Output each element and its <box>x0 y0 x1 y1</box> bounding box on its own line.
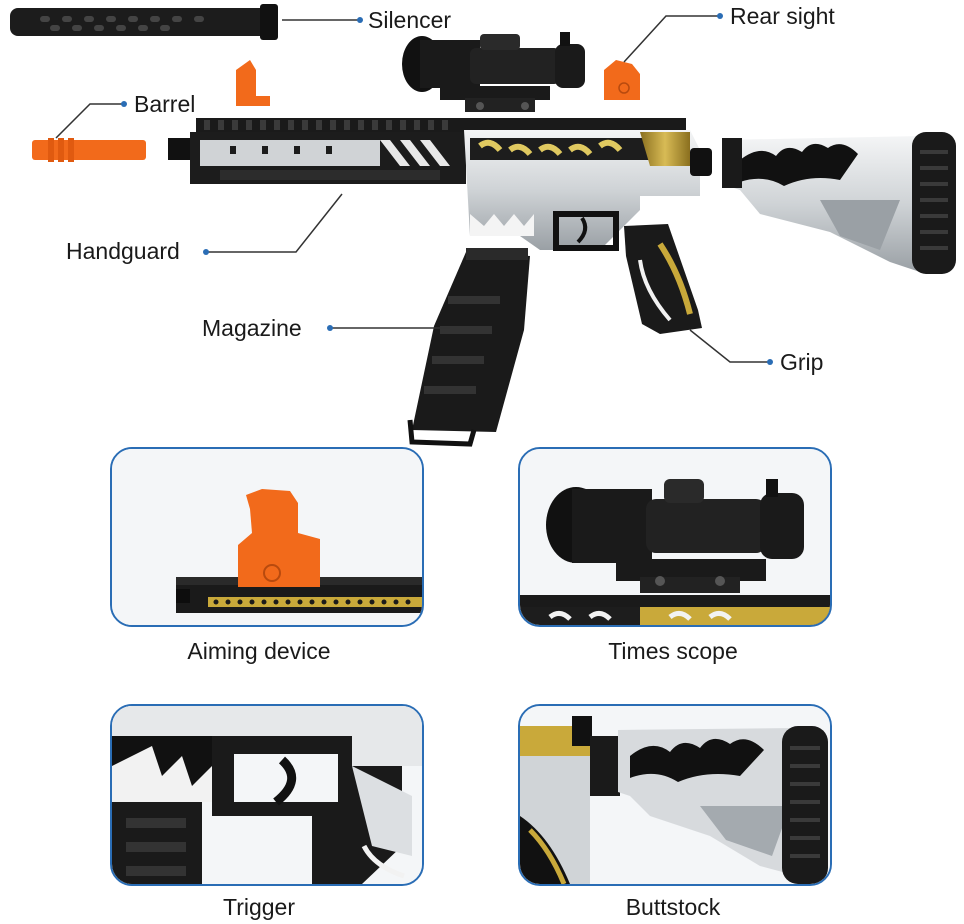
silencer-part <box>10 4 278 40</box>
caption-aiming-device: Aiming device <box>187 638 331 664</box>
handguard-label: Handguard <box>66 238 180 264</box>
caption-buttstock: Buttstock <box>625 894 721 920</box>
panel-times-scope <box>518 447 832 627</box>
scope-part <box>402 32 585 112</box>
magazine-label: Magazine <box>202 315 302 341</box>
grip-label: Grip <box>780 349 824 375</box>
caption-times-scope: Times scope <box>608 638 738 664</box>
rear-sight-part <box>604 60 640 100</box>
buttstock-part <box>722 132 956 274</box>
trigger-image <box>112 706 422 884</box>
rifle-body <box>168 118 712 251</box>
grip-part <box>624 224 702 334</box>
buttstock-image <box>520 706 830 884</box>
panel-aiming-device <box>110 447 424 627</box>
rear-sight-label: Rear sight <box>730 3 835 29</box>
front-sight-part <box>236 60 270 106</box>
panel-trigger <box>110 704 424 886</box>
magazine-part <box>407 248 530 447</box>
silencer-label: Silencer <box>368 7 452 33</box>
barrel-label: Barrel <box>134 91 196 117</box>
exploded-diagram <box>10 4 956 447</box>
caption-trigger: Trigger <box>223 894 295 920</box>
aiming-device-image <box>112 449 422 625</box>
panel-buttstock <box>518 704 832 886</box>
barrel-part <box>32 138 146 162</box>
times-scope-image <box>520 449 830 625</box>
